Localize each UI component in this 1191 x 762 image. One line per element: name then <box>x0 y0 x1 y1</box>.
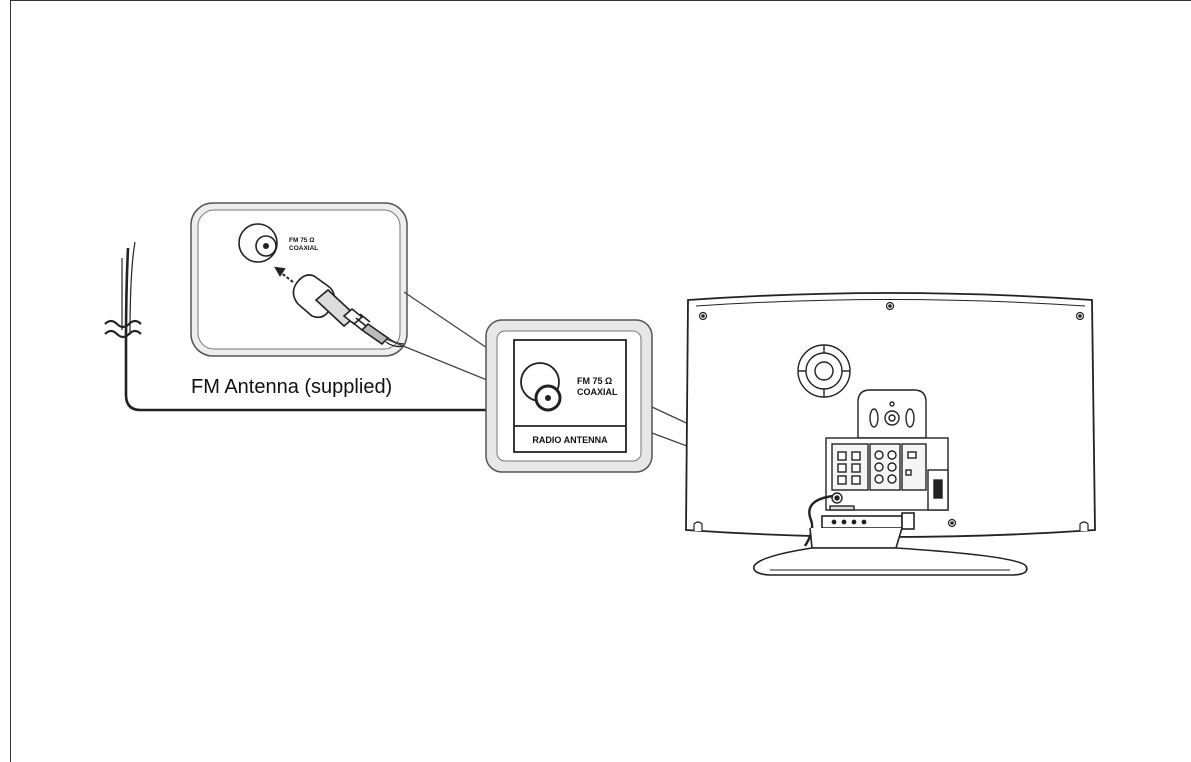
plug-zoom-callout: FM 75 Ω COAXIAL <box>190 202 408 357</box>
jack-label-line1: FM 75 Ω <box>289 237 314 244</box>
fm-antenna-caption: FM Antenna (supplied) <box>191 376 392 398</box>
jack-label-line1-large: FM 75 Ω <box>577 376 612 386</box>
rear-connector-panel <box>825 437 949 511</box>
speaker-grille-icon <box>797 344 851 398</box>
wavy-break-icon <box>104 319 142 339</box>
page-frame <box>10 0 1191 762</box>
screw-holes <box>698 301 1085 528</box>
tv-stand <box>753 512 1028 576</box>
coaxial-plug-icon <box>292 274 405 348</box>
fm-antenna-wire <box>104 241 548 412</box>
insert-arrow-icon <box>274 266 294 283</box>
radio-antenna-zoom-panel: FM 75 Ω COAXIAL RADIO ANTENNA <box>485 319 653 473</box>
coaxial-jack-icon-large <box>520 362 562 412</box>
jack-label-line2-large: COAXIAL <box>577 387 618 397</box>
radio-antenna-label: RADIO ANTENNA <box>532 435 608 445</box>
coaxial-jack-icon <box>238 223 278 263</box>
mount-bracket <box>857 389 927 439</box>
tv-rear-view <box>685 292 1096 576</box>
jack-label-line2: COAXIAL <box>289 245 318 252</box>
